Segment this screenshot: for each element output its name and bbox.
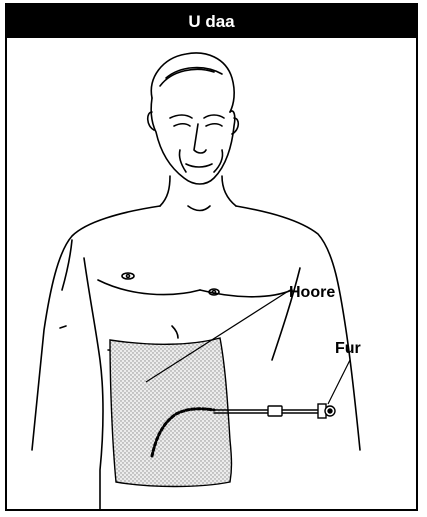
- fur-label: Fur: [335, 340, 361, 358]
- head-outline: [148, 53, 239, 184]
- fur-leader-line: [328, 360, 350, 404]
- stippled-abdomen-area: [110, 338, 232, 487]
- tube-catheter-icon: [214, 404, 335, 418]
- hoore-label: Hoore: [289, 284, 335, 302]
- neck-outline: [160, 176, 236, 211]
